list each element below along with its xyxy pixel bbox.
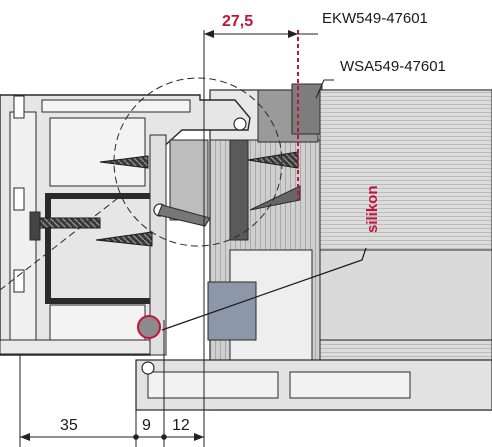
arrow-bottom-right <box>194 433 204 441</box>
tick-b <box>133 434 139 440</box>
arrow-top-right <box>288 30 298 38</box>
screw-1 <box>99 155 149 169</box>
screw-3 <box>39 217 101 229</box>
sash-left-tab-3 <box>13 269 25 293</box>
label-ekw: EKW549-47601 <box>322 10 428 27</box>
label-wsa: WSA549-47601 <box>340 58 446 75</box>
tick-c <box>161 434 167 440</box>
sash-chamber-upper <box>49 117 146 187</box>
dimension-lines <box>19 30 334 447</box>
frame-inner-chamber-2 <box>319 249 492 341</box>
silicone-joint-marker <box>137 315 161 339</box>
arrow-top-left <box>204 30 214 38</box>
dimension-arrows <box>20 30 298 441</box>
sash-bottom-rail <box>0 339 151 355</box>
screw-2 <box>95 231 153 247</box>
label-silikon: silikon <box>364 185 381 233</box>
seal-clip-top <box>233 117 247 131</box>
seal-details <box>141 117 301 375</box>
sash-inner-shaft <box>229 139 249 241</box>
frame-right-hatch <box>319 89 492 391</box>
drainage-wedge <box>249 185 301 211</box>
sash-left-tab-1 <box>13 95 25 119</box>
silicone-leader <box>161 247 367 331</box>
frame-bottom-chamber <box>147 371 279 399</box>
frame-body-right <box>135 83 492 411</box>
sash-inner-block <box>169 139 209 221</box>
seal-lip <box>157 204 211 227</box>
sash-side-clip <box>29 211 41 241</box>
dim-label-offset-top: 27,5 <box>222 13 253 30</box>
screws <box>39 151 299 247</box>
sash-profile-left <box>0 94 251 356</box>
dim-label-9: 9 <box>142 417 151 434</box>
label-leader-right <box>315 79 334 99</box>
frame-bottom-chamber-2 <box>289 371 411 399</box>
detail-circle <box>113 77 283 247</box>
detail-leader-dash <box>0 197 119 291</box>
dim-label-35: 35 <box>60 417 78 434</box>
sash-top-rail <box>41 99 191 113</box>
bottom-clip <box>141 361 155 375</box>
arrow-bottom-left <box>20 433 30 441</box>
frame-upper-cap <box>291 83 323 135</box>
sash-left-tab-2 <box>13 187 25 211</box>
dim-label-12: 12 <box>172 417 190 434</box>
sash-chamber-lower <box>49 304 146 346</box>
